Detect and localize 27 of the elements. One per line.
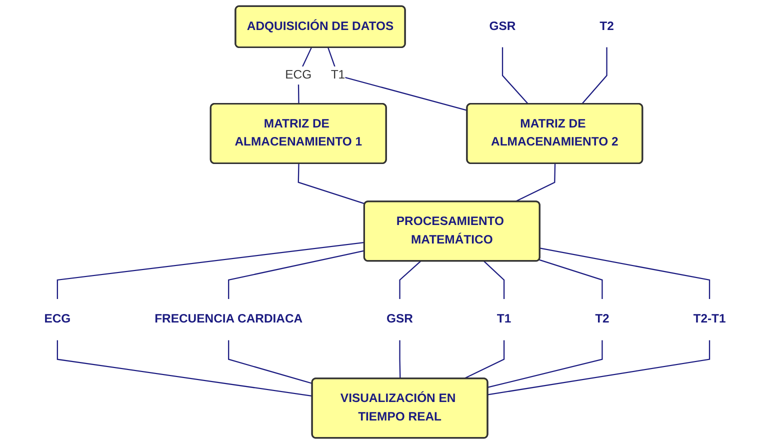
node-text: T1: [496, 312, 512, 326]
connector: [56, 242, 365, 300]
connector: [484, 260, 505, 300]
connector: [488, 340, 603, 388]
connector: [514, 164, 556, 202]
edge-label: T1: [330, 68, 346, 82]
connector: [228, 340, 313, 384]
node-text: T2: [600, 20, 614, 33]
node-text: T2-T1: [693, 312, 726, 326]
connector: [539, 259, 603, 300]
connector: [540, 248, 710, 300]
connector: [581, 47, 608, 105]
connector: [298, 164, 366, 204]
node-text: ECG: [44, 312, 71, 326]
node-text: GSR: [386, 312, 413, 326]
connector: [228, 250, 365, 300]
connector: [56, 340, 312, 397]
connector: [488, 340, 710, 396]
connector: [399, 260, 421, 300]
node-text: T2: [595, 312, 610, 326]
connector: [463, 340, 505, 380]
node-text: FRECUENCIA CARDIACA: [154, 312, 303, 326]
connector: [399, 340, 401, 379]
edge-label: ECG: [285, 68, 312, 82]
connector: [502, 47, 529, 105]
node-text: GSR: [489, 20, 516, 33]
connector: [328, 47, 468, 111]
